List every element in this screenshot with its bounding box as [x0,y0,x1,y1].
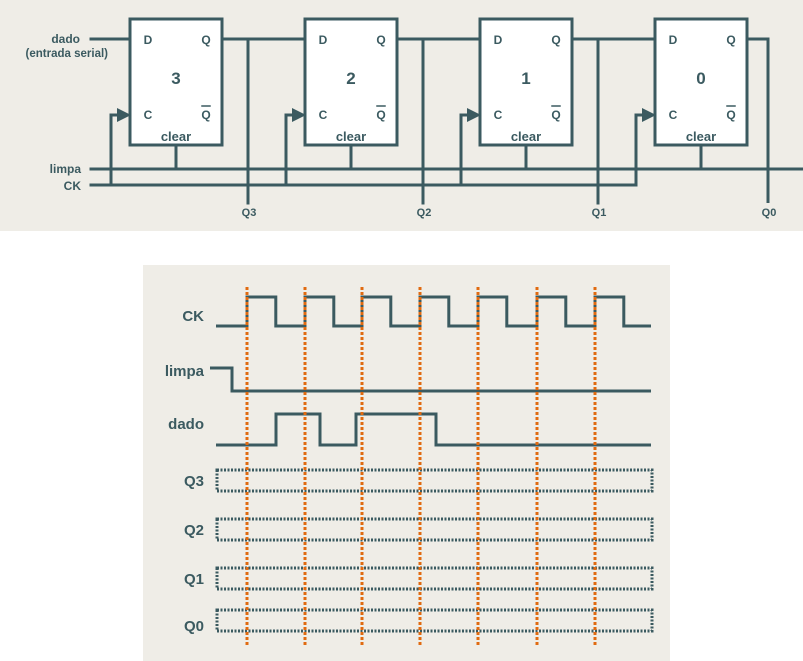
signal-label: CK [182,308,204,325]
dado-input-sublabel: (entrada serial) [26,48,109,60]
flipflop-box [303,17,399,147]
clock-input-label: C [494,108,503,122]
clock-arrow-icon [642,108,656,122]
qbar-output-label: Q [201,108,210,122]
signal-label: limpa [165,363,205,380]
ck-waveform [216,295,651,328]
d-input-label: D [494,33,503,47]
q-output-label: Q [376,33,385,47]
limpa-input-label: limpa [50,162,82,176]
flipflop-index-label: 0 [696,69,705,88]
d-input-label: D [319,33,328,47]
signal-label: Q0 [184,618,204,635]
clear-input-label: clear [511,129,541,144]
signal-q1: Q1 [184,566,654,591]
ck-input-label: CK [64,179,82,193]
output-label-Q0: Q0 [762,207,777,219]
clear-input-label: clear [336,129,366,144]
q2-unknown-state-box [215,517,654,542]
signal-label: Q3 [184,473,204,490]
output-label-Q1: Q1 [592,207,607,219]
output-label-Q3: Q3 [242,207,257,219]
signal-q3: Q3 [184,468,654,493]
signal-ck: CK [182,295,651,328]
qbar-output-label: Q [551,108,560,122]
clock-arrow-icon [467,108,481,122]
signal-q0: Q0 [184,608,654,635]
signal-q2: Q2 [184,517,654,542]
q-output-label: Q [551,33,560,47]
flipflop-index-label: 3 [171,69,180,88]
clock-arrow-icon [292,108,306,122]
clear-input-label: clear [686,129,716,144]
flipflop-index-label: 1 [521,69,530,88]
d-input-label: D [669,33,678,47]
clear-input-label: clear [161,129,191,144]
signal-dado: dado [168,412,651,447]
dado-input-label: dado [51,32,80,46]
signal-label: Q1 [184,571,204,588]
q-output-label: Q [201,33,210,47]
output-label-Q2: Q2 [417,207,432,219]
q-output-label: Q [726,33,735,47]
dado-waveform [216,412,651,447]
clock-arrow-icon [117,108,131,122]
q1-unknown-state-box [215,566,654,591]
signal-limpa: limpa [165,363,651,393]
d-input-label: D [144,33,153,47]
signal-label: dado [168,416,204,433]
q0-unknown-state-box [215,608,654,633]
limpa-waveform [210,366,651,393]
qbar-output-label: Q [376,108,385,122]
clock-input-label: C [144,108,153,122]
q0-output-wire [747,37,770,203]
timing-panel [143,265,670,661]
qbar-output-label: Q [726,108,735,122]
q3-unknown-state-box [215,468,654,493]
clock-input-label: C [319,108,328,122]
flipflop-index-label: 2 [346,69,355,88]
clock-input-label: C [669,108,678,122]
signal-label: Q2 [184,522,204,539]
